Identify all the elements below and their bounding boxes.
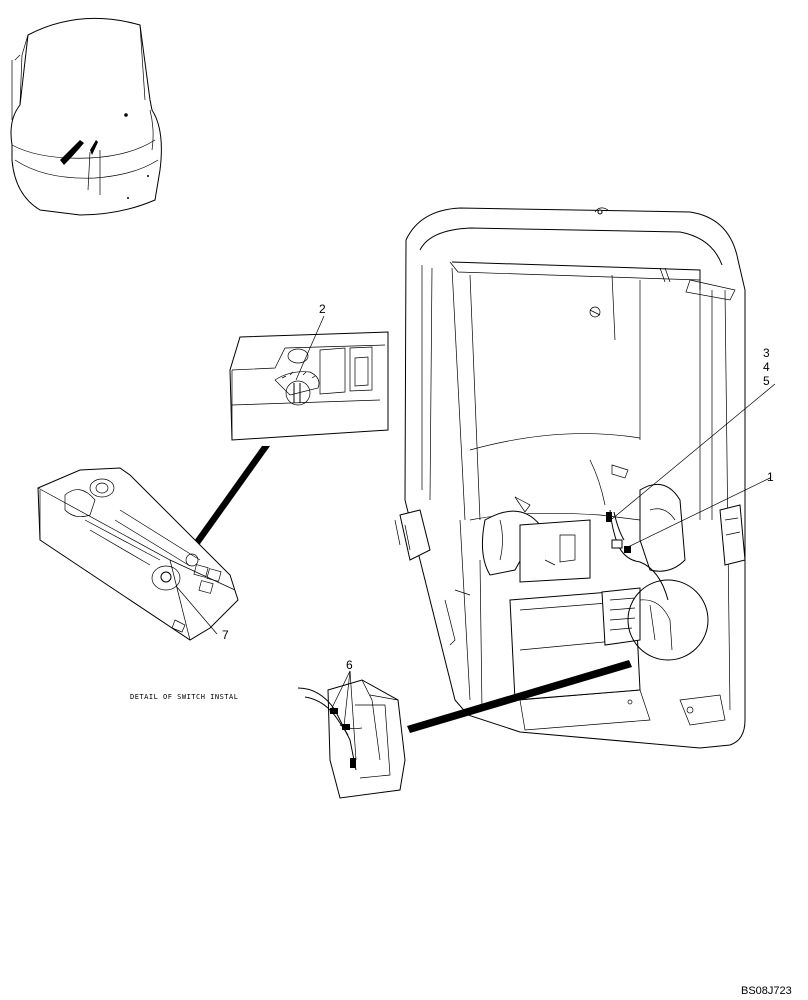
callout-leaders <box>175 315 776 761</box>
callout-3: 3 <box>763 346 770 360</box>
callout-6: 6 <box>346 658 353 672</box>
cab-detail-circle <box>627 579 709 661</box>
cab-main <box>404 207 746 749</box>
callout-5: 5 <box>763 374 770 388</box>
detail-caption: DETAIL OF SWITCH INSTAL <box>130 693 238 701</box>
switch-panel-detail <box>229 331 389 441</box>
drawing-reference: BS08J723 <box>741 985 792 997</box>
console-detail <box>37 467 239 641</box>
callout-1: 1 <box>767 470 774 484</box>
harness-detail <box>297 679 406 799</box>
cab-detail-contents <box>639 599 673 651</box>
detail-leader-harness <box>407 660 632 733</box>
detail-leader-switch <box>172 446 270 572</box>
cab-harness <box>589 459 669 601</box>
machine-overview <box>10 17 162 216</box>
callout-2: 2 <box>319 302 326 316</box>
callout-7: 7 <box>222 628 229 642</box>
callout-4: 4 <box>763 360 770 374</box>
